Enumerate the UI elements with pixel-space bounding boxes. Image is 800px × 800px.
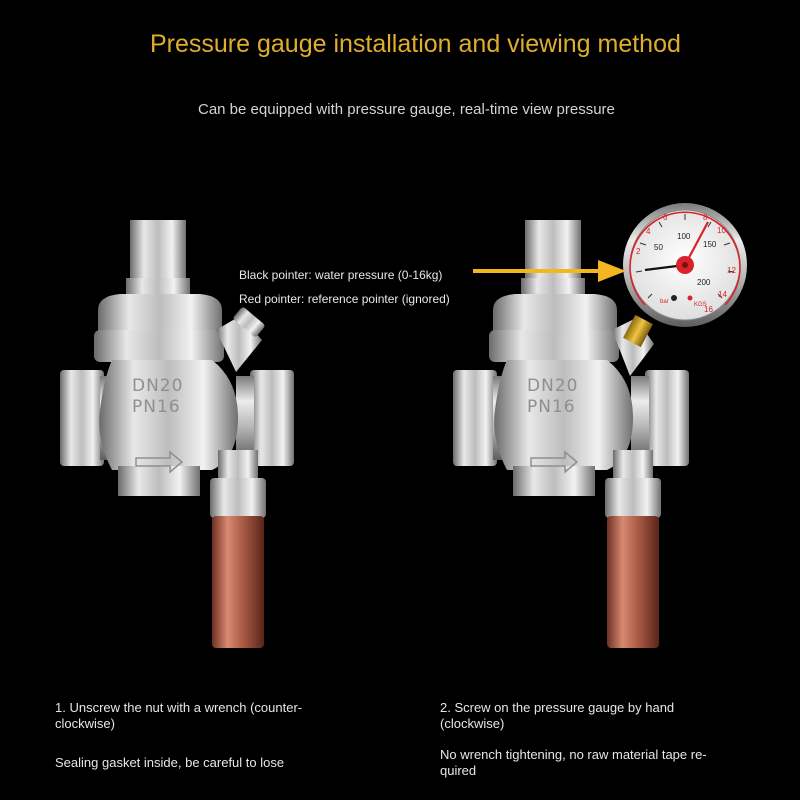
red-pointer-note: Red pointer: reference pointer (ignored) bbox=[239, 292, 450, 306]
valve-left-marking-2: PN16 bbox=[132, 397, 181, 417]
valve-right: DN20 PN16 bbox=[453, 220, 689, 648]
flow-arrow-left bbox=[135, 450, 184, 474]
gauge-scale-16: 16 bbox=[704, 305, 713, 314]
gauge-ticks bbox=[635, 214, 735, 299]
gauge-scale-8: 8 bbox=[703, 213, 708, 222]
flow-arrow-right bbox=[530, 450, 579, 474]
gauge-scale-14: 14 bbox=[718, 290, 727, 299]
page-title: Pressure gauge installation and viewing … bbox=[150, 30, 681, 58]
step-1-instruction: 1. Unscrew the nut with a wrench (counte… bbox=[55, 700, 303, 731]
gauge-inner-200: 200 bbox=[697, 278, 711, 287]
valve-right-marking-2: PN16 bbox=[527, 397, 576, 417]
gauge-sub-label: KGS bbox=[694, 302, 707, 308]
pressure-gauge: 2 4 6 8 10 12 14 16 50 100 150 200 bar K… bbox=[623, 203, 747, 327]
step-2-note: No wrench tightening, no raw material ta… bbox=[440, 747, 707, 778]
pointer-arrow bbox=[473, 260, 626, 282]
gauge-scale-12: 12 bbox=[727, 266, 736, 275]
step-2-instruction: 2. Screw on the pressure gauge by hand (… bbox=[440, 700, 675, 731]
gauge-scale-6: 6 bbox=[663, 213, 668, 222]
gauge-inner-150: 150 bbox=[703, 240, 717, 249]
gauge-unit-label: bar bbox=[660, 299, 669, 305]
black-pointer-note: Black pointer: water pressure (0-16kg) bbox=[239, 268, 443, 282]
valve-right-marking-1: DN20 bbox=[527, 376, 578, 396]
step-1-note: Sealing gasket inside, be careful to los… bbox=[55, 755, 285, 770]
page-subtitle: Can be equipped with pressure gauge, rea… bbox=[198, 101, 615, 118]
gauge-scale-4: 4 bbox=[646, 227, 651, 236]
gauge-scale-2: 2 bbox=[636, 247, 641, 256]
gauge-inner-100: 100 bbox=[677, 232, 691, 241]
valve-left: DN20 PN16 bbox=[60, 220, 294, 648]
gauge-inner-50: 50 bbox=[654, 243, 663, 252]
gauge-scale-10: 10 bbox=[717, 226, 726, 235]
valve-left-marking-1: DN20 bbox=[132, 376, 183, 396]
